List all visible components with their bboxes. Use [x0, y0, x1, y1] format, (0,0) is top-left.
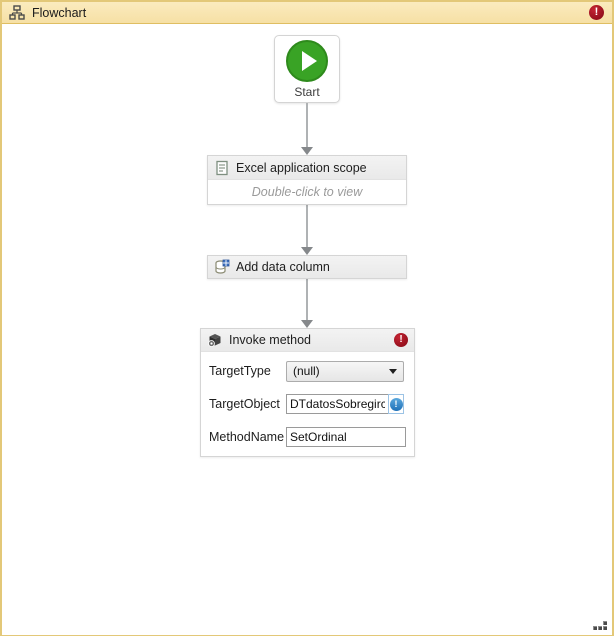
invoke-method-icon [208, 334, 221, 347]
database-column-icon [215, 259, 230, 274]
start-node-label: Start [294, 84, 320, 99]
resize-grip[interactable] [593, 621, 607, 630]
target-object-label: TargetObject [209, 397, 280, 411]
connector-start-to-excel[interactable] [301, 103, 313, 155]
arrowhead-icon [301, 320, 313, 328]
flowchart-canvas[interactable]: Start Excel application scope Double- [2, 24, 612, 635]
error-icon: ! [394, 333, 408, 347]
connector-excel-to-adddata[interactable] [301, 205, 313, 255]
field-row-method-name: MethodName [209, 426, 406, 448]
invoke-method-header[interactable]: Invoke method ! [201, 329, 414, 352]
target-type-label: TargetType [209, 364, 271, 378]
arrowhead-icon [301, 147, 313, 155]
excel-node-collapsed-body[interactable]: Double-click to view [251, 185, 363, 199]
start-play-icon [286, 39, 328, 82]
info-icon: ! [389, 397, 403, 411]
add-data-column-title: Add data column [236, 260, 330, 274]
page-title: Flowchart [32, 5, 87, 20]
flowchart-icon [9, 4, 25, 20]
start-node[interactable]: Start [274, 35, 340, 103]
add-data-column-header[interactable]: Add data column [208, 256, 406, 278]
target-object-info-box: ! [388, 394, 404, 414]
excel-node-header[interactable]: Excel application scope [208, 156, 406, 180]
flowchart-titlebar[interactable]: Flowchart ! [2, 2, 612, 24]
connector-adddata-to-invoke[interactable] [301, 279, 313, 328]
invoke-method-node[interactable]: Invoke method ! TargetType (null) Target… [200, 328, 415, 457]
arrowhead-icon [301, 247, 313, 255]
excel-application-scope-node[interactable]: Excel application scope Double-click to … [207, 155, 407, 205]
invoke-method-title: Invoke method [229, 333, 311, 347]
target-object-input[interactable] [286, 394, 388, 414]
excel-document-icon [216, 160, 228, 175]
target-type-dropdown[interactable]: (null) [286, 360, 404, 382]
chevron-down-icon [389, 368, 397, 374]
error-icon: ! [589, 5, 604, 20]
method-name-label: MethodName [209, 430, 285, 444]
invoke-method-body: TargetType (null) TargetObject ! MethodN… [201, 352, 414, 448]
target-type-value: (null) [293, 364, 320, 378]
field-row-target-type: TargetType (null) [209, 360, 404, 382]
add-data-column-node[interactable]: Add data column [207, 255, 407, 279]
field-row-target-object: TargetObject ! [209, 393, 404, 415]
excel-node-title: Excel application scope [236, 160, 367, 175]
method-name-input[interactable] [286, 427, 406, 447]
